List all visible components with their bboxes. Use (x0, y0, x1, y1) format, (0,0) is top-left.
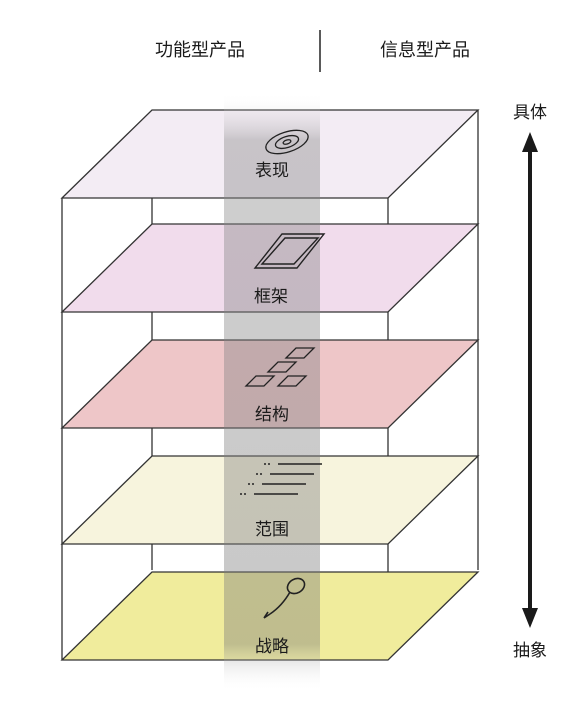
disc-icon (265, 129, 309, 155)
plane-label-2: 框架 (254, 287, 288, 307)
plane-label-3: 结构 (255, 405, 289, 425)
header-left-label: 功能型产品 (155, 40, 245, 61)
concrete-abstract-arrow (522, 132, 538, 628)
product-divider-band (224, 92, 320, 692)
plane-label-4: 范围 (255, 520, 289, 540)
plane-label-5: 战略 (255, 637, 289, 657)
lines-list-icon (240, 463, 322, 495)
window-frame-icon (253, 233, 326, 269)
axis-top-label: 具体 (513, 103, 547, 123)
axis-bottom-label: 抽象 (513, 641, 547, 661)
plane-label-1: 表现 (255, 161, 289, 181)
lasso-icon (263, 577, 306, 619)
structure-blocks-icon (244, 347, 316, 387)
header-right-label: 信息型产品 (380, 40, 470, 61)
